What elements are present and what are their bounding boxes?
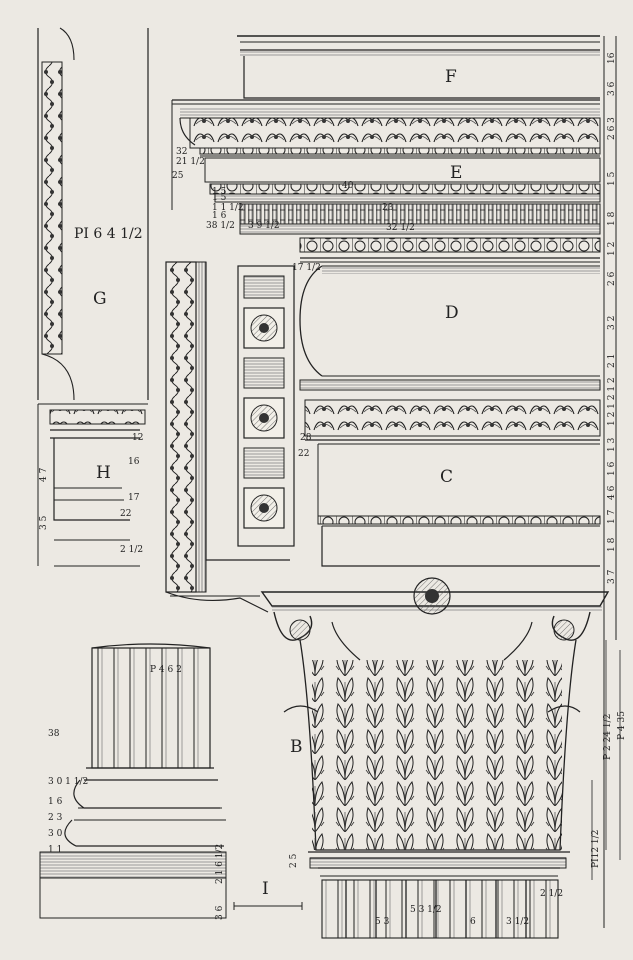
dim-11: 1 1 1/2: [212, 203, 244, 213]
dim-3: 3 1/2: [506, 917, 529, 927]
soffit-panel: [165, 261, 295, 613]
architrave-d: D: [299, 257, 601, 441]
capital-dims: 2 1/2 5 3 1/2 6 5 3 3 1/2: [375, 889, 563, 927]
scale-26: 2 6: [607, 271, 617, 286]
column-label: P 4 6 2: [150, 665, 182, 675]
dim-2h: 2 1/2: [120, 545, 143, 555]
scale-12: 1 2: [607, 242, 617, 256]
label-g: G: [93, 289, 107, 309]
scale-18b: 1 8: [607, 537, 617, 552]
dim-22: 22: [298, 449, 309, 459]
dim-38: 38 1/2: [206, 221, 235, 231]
label-i: I: [262, 879, 269, 899]
cornice-dims: 28 22: [298, 433, 312, 459]
label-b: B: [290, 737, 303, 757]
capital-b: B: [260, 577, 610, 869]
dim-2-1-2: 2 1/2: [540, 889, 563, 899]
dim-23: 23: [382, 203, 394, 213]
base-h: H: [37, 403, 148, 567]
dim-32: 32 1/2: [386, 223, 415, 233]
dim-12: 12: [132, 433, 143, 443]
scale-263: 2 6 3: [607, 117, 617, 140]
label-f: F: [445, 67, 457, 87]
dim-38b: 38: [48, 729, 60, 739]
scale-36: 3 6: [607, 81, 617, 96]
dim-15b: 1 5: [212, 187, 227, 197]
dim-30b: 3 0: [48, 829, 63, 839]
pilaster-label: PI 6 4 1/2: [74, 226, 143, 242]
dim-30: 3 0 1 1/2: [48, 777, 88, 787]
pilaster-g: PI 6 4 1/2 G: [37, 27, 149, 401]
scale-15: 1 5: [607, 171, 617, 186]
scale-37: 3 7: [607, 569, 617, 584]
dim-35: 3 5: [39, 515, 49, 530]
entablature-dims: 40 23 32 1/2 1 5 38 1/2 3 9 1/2 17 1/2: [206, 181, 415, 273]
scale-16b: 1 6: [607, 461, 617, 476]
column-base: P 4 6 2 I: [39, 643, 303, 919]
dim-40: 40: [342, 181, 354, 191]
dim-39: 3 9 1/2: [248, 221, 280, 231]
dim-23b: 2 3: [48, 813, 63, 823]
scale-18: 1 8: [607, 211, 617, 226]
architrave-c: C: [317, 443, 601, 567]
scale-32: 3 2: [607, 316, 617, 330]
dim-16c: 1 6: [48, 797, 63, 807]
label-e: E: [450, 163, 462, 183]
dim-25: 25: [172, 171, 184, 181]
scale-16: 16: [607, 52, 617, 64]
right-scale: 16 3 6 2 6 3 1 5 1 8 1 2 2 6 3 2 2 1 1 2…: [591, 36, 627, 928]
dim-53b: 5 3: [375, 917, 390, 927]
scale-pi12: PI12 1/2: [591, 830, 601, 868]
dim-16h: 16: [128, 457, 140, 467]
dim-17h: 17: [128, 493, 140, 503]
dim-15: 1 5: [212, 193, 227, 203]
scale-17: 1 7: [607, 509, 617, 524]
dim-17: 17 1/2: [292, 263, 321, 273]
dim-32b: 32: [176, 147, 187, 157]
h-dims: 12 16 17 22 2 1/2 4 7 3 5: [39, 433, 143, 555]
dim-216: 2 1 6 1/2: [215, 844, 225, 884]
scale-p2: P 2 24 1/2: [603, 714, 613, 760]
dim-16: 1 6: [212, 211, 227, 221]
scale-21: 2 1: [607, 354, 617, 368]
dim-21: 21 1/2: [176, 157, 205, 167]
dim-25b: 2 5: [289, 853, 299, 868]
left-dims: 32 21 1/2 25 1 1 1/2 1 6 1 5: [172, 147, 244, 221]
base-right-dims: 3 6 2 1 6 1/2 2 5: [215, 844, 299, 920]
frieze-e: E: [171, 99, 601, 253]
scale-46: 4 6: [607, 485, 617, 500]
scale-121212: 1 2 1 2 1 2: [607, 377, 617, 426]
dim-28: 28: [300, 433, 312, 443]
cornice-f: F: [237, 35, 600, 99]
dim-53: 5 3 1/2: [410, 905, 442, 915]
label-h: H: [96, 463, 111, 483]
scale-13: 1 3: [607, 437, 617, 452]
base-dims: 38 3 0 1 1/2 1 6 2 3 3 0 1 1: [48, 729, 88, 855]
dim-6: 6: [470, 917, 476, 927]
dim-47: 4 7: [39, 467, 49, 482]
column-shaft: [318, 867, 560, 939]
dim-11b: 1 1: [48, 845, 62, 855]
label-d: D: [445, 303, 459, 323]
scale-p4: P 4 35: [617, 711, 627, 740]
dim-36: 3 6: [215, 905, 225, 920]
label-c: C: [440, 467, 453, 487]
dim-22h: 22: [120, 509, 131, 519]
